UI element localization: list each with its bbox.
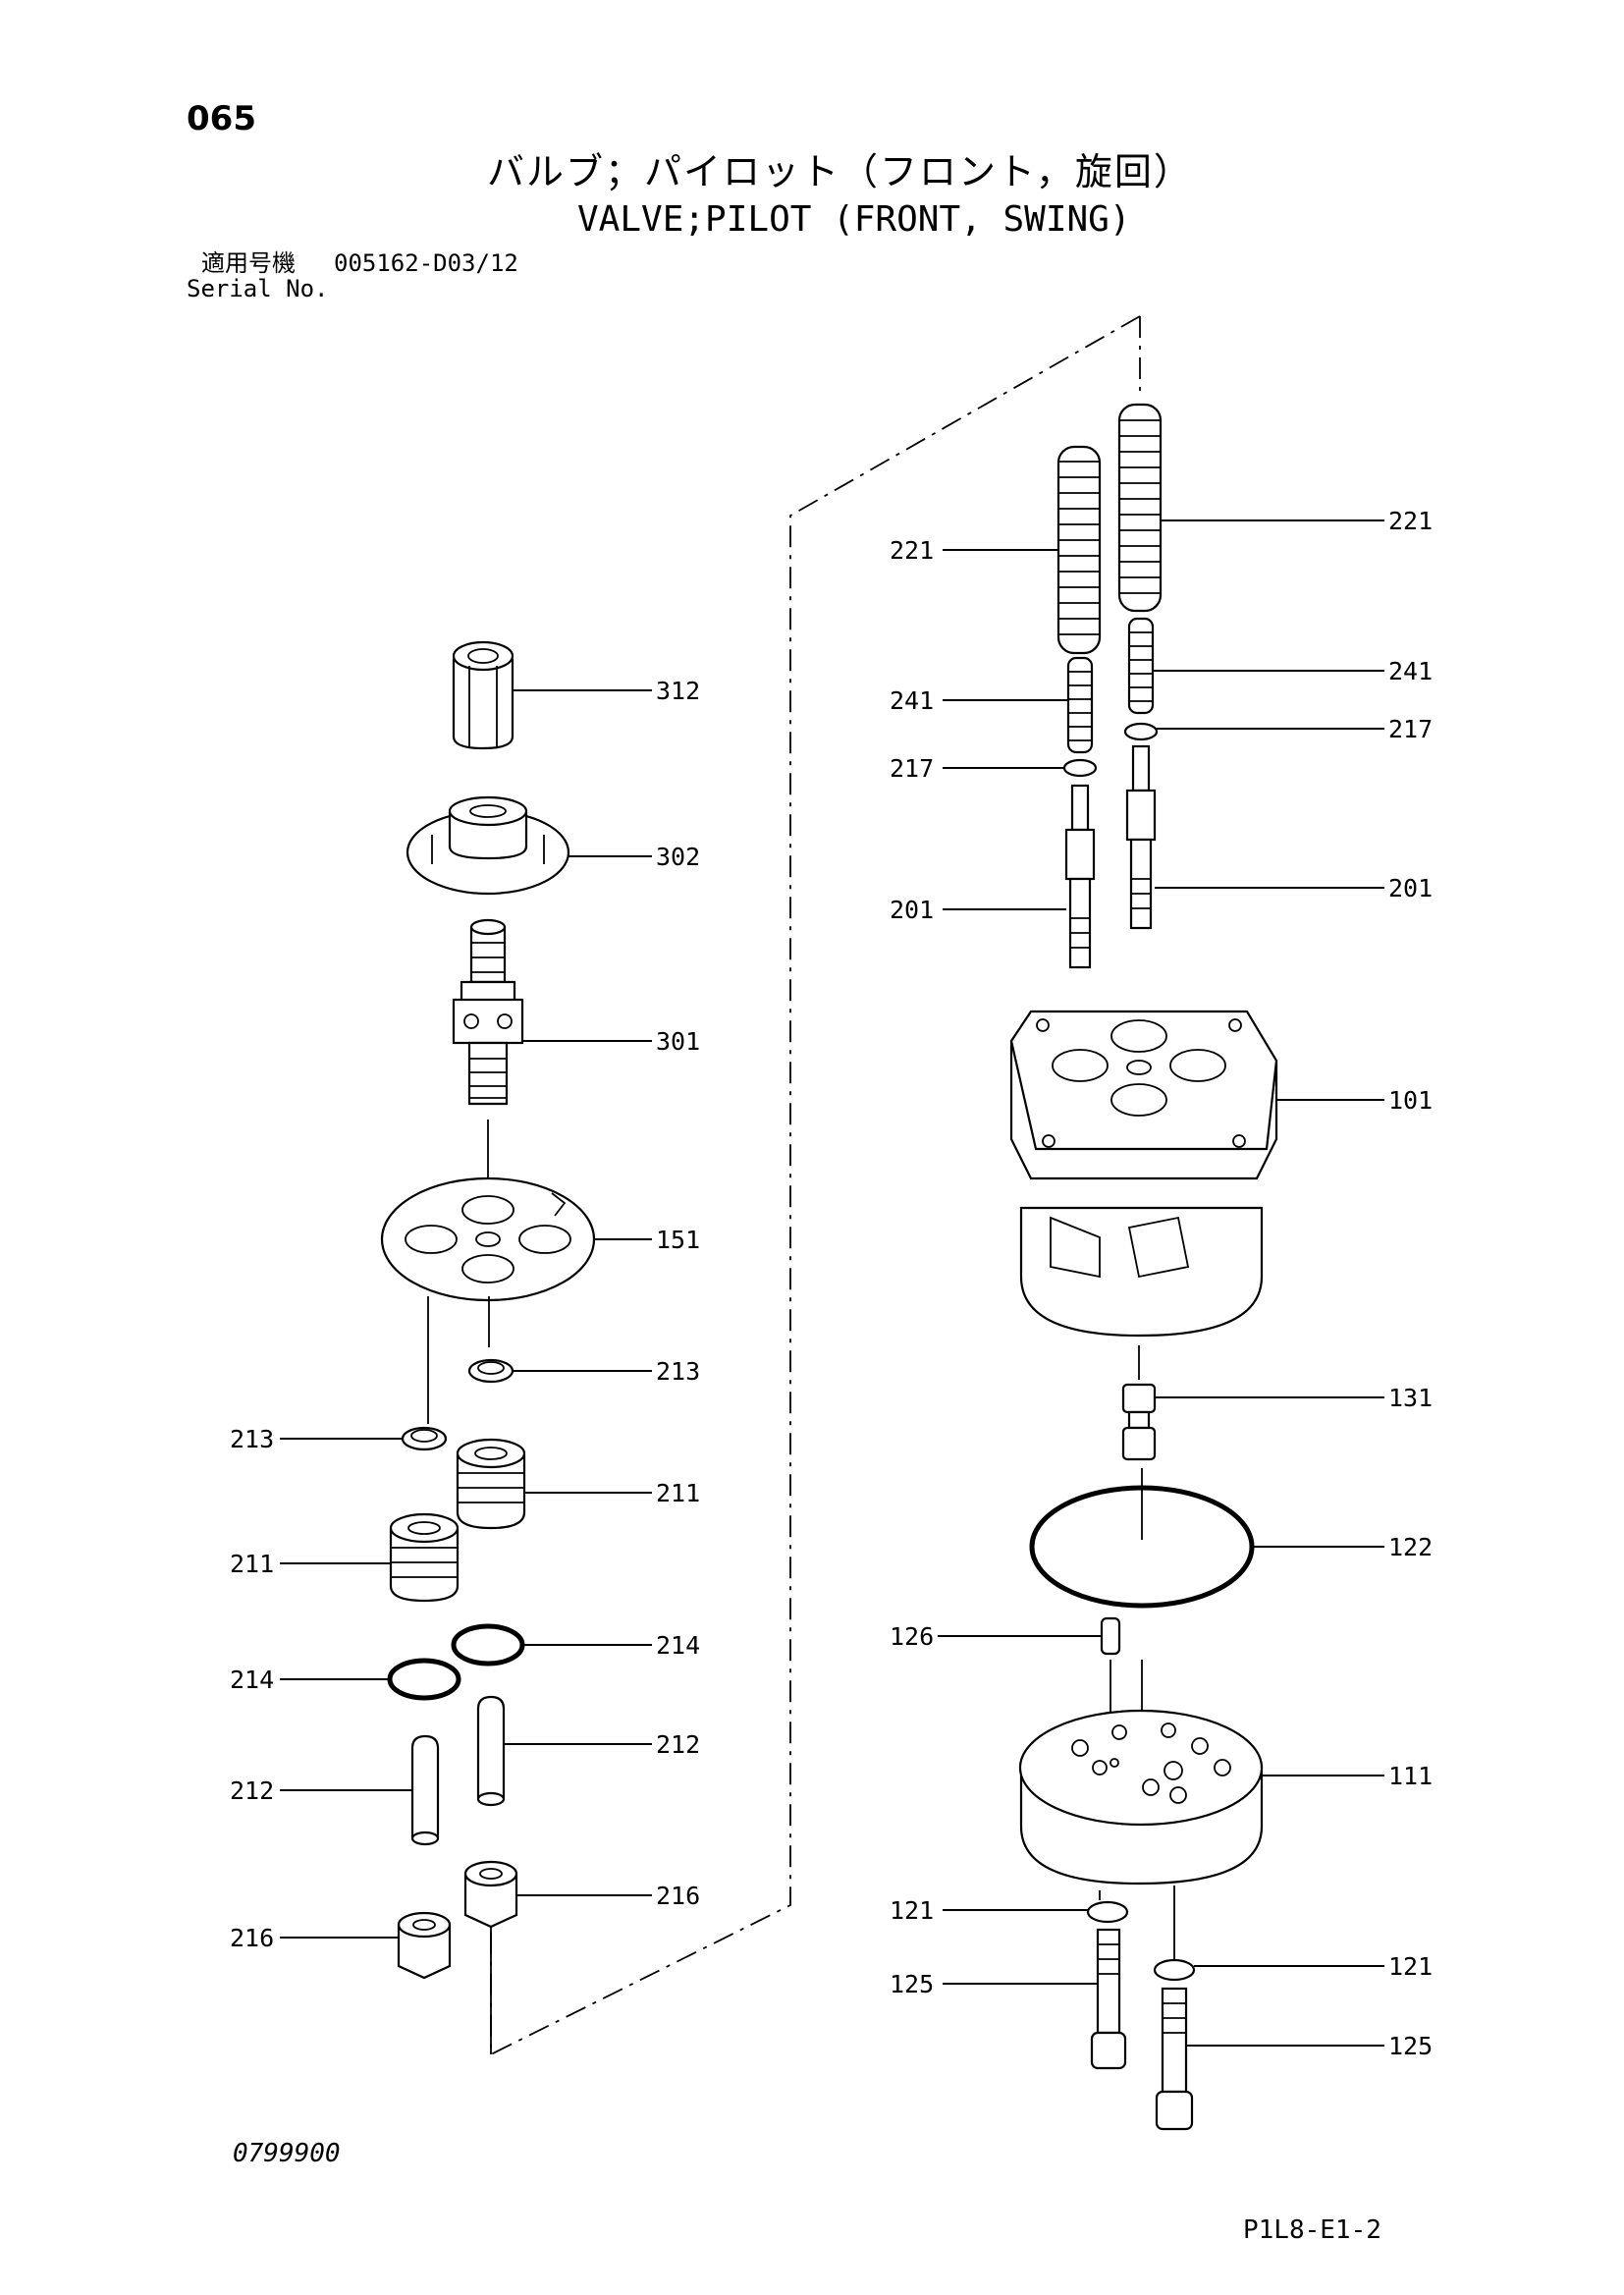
callout-201: 201	[890, 896, 934, 924]
callout-122: 122	[1388, 1533, 1433, 1561]
part-301-joint	[452, 918, 524, 1106]
title-japanese: バルブ；パイロット（フロント，旋回）	[487, 150, 1193, 193]
part-217-ring-a	[1062, 758, 1098, 778]
callout-212: 212	[656, 1730, 700, 1759]
callout-217: 217	[890, 754, 934, 783]
part-211-bushing-a	[456, 1438, 526, 1530]
callout-221: 221	[890, 536, 934, 565]
title-english: VALVE;PILOT (FRONT, SWING)	[577, 199, 1131, 240]
assembly-boundary	[490, 315, 1141, 2056]
part-221-spring-a	[1056, 445, 1102, 655]
callout-241: 241	[1388, 657, 1433, 685]
part-312-cap	[452, 640, 514, 750]
callout-131: 131	[1388, 1384, 1433, 1412]
callout-201: 201	[1388, 874, 1433, 902]
part-302-plate	[406, 795, 570, 896]
callout-214: 214	[230, 1666, 274, 1694]
part-216-nut-b	[397, 1911, 452, 1980]
part-217-ring-b	[1123, 722, 1159, 741]
callout-101: 101	[1388, 1086, 1433, 1115]
callout-121: 121	[1388, 1952, 1433, 1981]
part-212-pin-b	[410, 1734, 440, 1846]
callout-125: 125	[1388, 2032, 1433, 2060]
part-101-casing	[1009, 1010, 1278, 1338]
part-214-oring-b	[387, 1658, 461, 1701]
part-121-washer-a	[1086, 1900, 1129, 1924]
part-126-pin	[1100, 1616, 1121, 1656]
serial-number: 005162-D03/12	[334, 249, 518, 277]
part-121-washer-b	[1153, 1958, 1196, 1982]
part-211-bushing-b	[389, 1512, 460, 1603]
callout-217: 217	[1388, 715, 1433, 743]
callout-126: 126	[890, 1622, 934, 1651]
callout-301: 301	[656, 1027, 700, 1056]
sheet-code: P1L8-E1-2	[1243, 2215, 1381, 2245]
part-241-spring-a	[1066, 656, 1094, 754]
part-201-spool-b	[1125, 744, 1157, 930]
part-125-bolt-b	[1155, 1987, 1194, 2131]
part-213-ring-b	[401, 1426, 448, 1451]
part-214-oring-a	[451, 1623, 525, 1667]
callout-111: 111	[1388, 1762, 1433, 1790]
callout-211: 211	[230, 1550, 274, 1578]
part-131-spool	[1121, 1383, 1157, 1461]
callout-216: 216	[230, 1924, 274, 1952]
serial-label-japanese: 適用号機	[201, 249, 296, 277]
document-code: 0799900	[233, 2139, 341, 2168]
part-213-ring-a	[467, 1358, 514, 1384]
page-number: 065	[187, 99, 256, 138]
callout-213: 213	[230, 1425, 274, 1453]
part-212-pin-a	[476, 1695, 506, 1807]
part-221-spring-b	[1117, 403, 1163, 613]
callout-312: 312	[656, 677, 700, 705]
callout-214: 214	[656, 1631, 700, 1660]
part-125-bolt-a	[1090, 1928, 1127, 2070]
callout-121: 121	[890, 1896, 934, 1925]
callout-221: 221	[1388, 507, 1433, 535]
callout-125: 125	[890, 1970, 934, 1998]
part-241-spring-b	[1127, 617, 1155, 715]
part-111-block	[1018, 1709, 1264, 1885]
part-201-spool-a	[1064, 784, 1096, 969]
serial-label-english: Serial No.	[187, 275, 329, 302]
callout-216: 216	[656, 1882, 700, 1910]
callout-211: 211	[656, 1479, 700, 1507]
callout-213: 213	[656, 1357, 700, 1386]
callout-151: 151	[656, 1226, 700, 1254]
part-151-plate	[380, 1176, 596, 1302]
part-216-nut-a	[463, 1860, 518, 1929]
callout-241: 241	[890, 686, 934, 715]
callout-302: 302	[656, 843, 700, 871]
callout-212: 212	[230, 1776, 274, 1805]
